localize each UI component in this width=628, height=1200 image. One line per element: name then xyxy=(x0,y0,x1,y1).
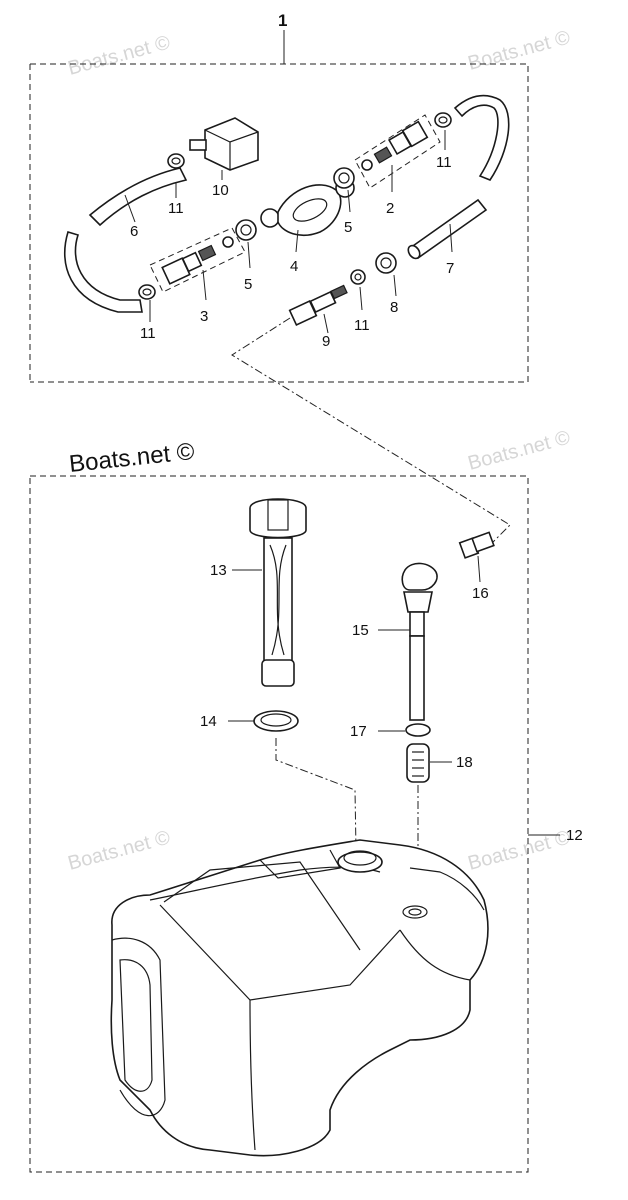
watermark: Boats.net © xyxy=(66,31,173,79)
callout-17: 17 xyxy=(350,723,367,740)
watermark: Boats.net © xyxy=(466,426,573,474)
part-9-connector: 9 xyxy=(288,284,348,350)
connector-link-line xyxy=(231,317,511,546)
callout-8: 8 xyxy=(390,299,398,316)
part-14-gasket: 14 xyxy=(200,710,357,851)
callout-9: 9 xyxy=(322,333,330,350)
callout-16: 16 xyxy=(472,585,489,602)
watermark: Boats.net © xyxy=(466,26,573,74)
fuel-tank-assembly-frame: 12 xyxy=(29,475,583,1173)
part-5-grommet: 5 xyxy=(333,167,355,236)
part-15-fuel-pickup: 15 xyxy=(352,562,438,721)
callout-2: 2 xyxy=(386,200,394,217)
part-11-clamp: 11 xyxy=(138,284,156,342)
part-10-filter: 10 xyxy=(189,117,259,199)
part-4-primer-bulb: 4 xyxy=(260,178,355,275)
part-11-clamp: 11 xyxy=(350,269,370,334)
part-3-check-valve: 3 xyxy=(149,227,246,325)
callout-7: 7 xyxy=(446,260,454,277)
part-11-clamp: 11 xyxy=(167,153,185,217)
callout-10: 10 xyxy=(212,182,229,199)
part-8-grommet: 8 xyxy=(375,252,398,316)
fuel-line-assembly-frame: 1 xyxy=(29,11,529,383)
callout-5: 5 xyxy=(244,276,252,293)
part-16-fitting: 16 xyxy=(458,531,495,602)
watermark: Boats.net © xyxy=(66,826,173,874)
callout-18: 18 xyxy=(456,754,473,771)
callout-11: 11 xyxy=(140,325,156,342)
fuel-tank xyxy=(110,839,489,1157)
part-5-grommet: 5 xyxy=(222,219,257,293)
callout-1: 1 xyxy=(278,11,287,30)
part-6-hose: 6 xyxy=(64,167,188,313)
callout-6: 6 xyxy=(130,223,138,240)
part-17-o-ring: 17 xyxy=(350,723,431,740)
callout-3: 3 xyxy=(200,308,208,325)
callout-11: 11 xyxy=(436,154,452,171)
part-13-fuel-gauge: 13 xyxy=(210,498,307,687)
callout-4: 4 xyxy=(290,258,298,275)
callout-15: 15 xyxy=(352,622,369,639)
part-2-check-valve: 2 xyxy=(354,114,441,217)
callout-11: 11 xyxy=(354,317,370,334)
callout-12: 12 xyxy=(566,827,583,844)
part-7-hose: 7 xyxy=(407,94,510,277)
callout-13: 13 xyxy=(210,562,227,579)
callout-11: 11 xyxy=(168,200,184,217)
brand-label: Boats.net © xyxy=(68,438,196,478)
callout-14: 14 xyxy=(200,713,217,730)
part-11-clamp: 11 xyxy=(434,112,452,171)
callout-5: 5 xyxy=(344,219,352,236)
watermark: Boats.net © xyxy=(466,826,573,874)
